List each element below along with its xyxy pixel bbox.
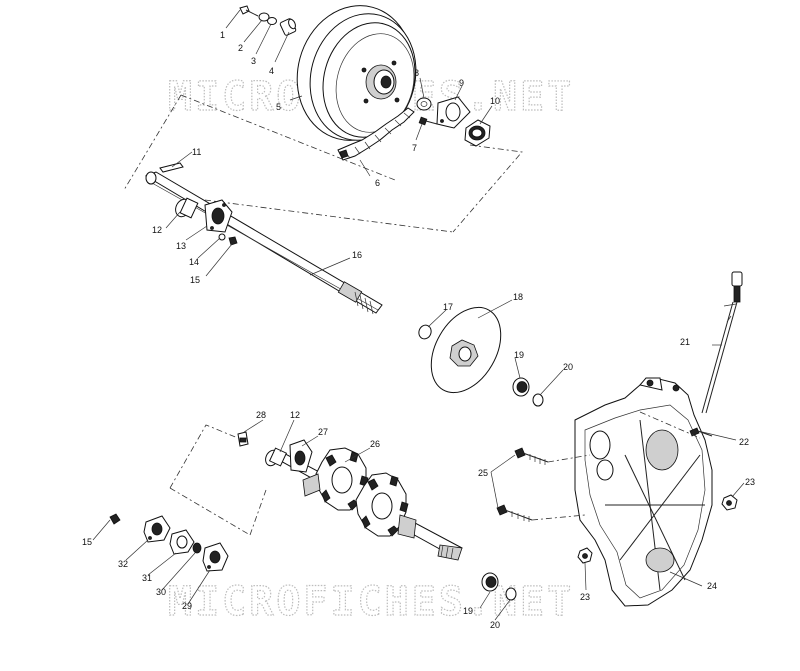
callout-29: 29 (182, 601, 192, 611)
callout-19b: 19 (463, 606, 473, 616)
callout-13: 13 (176, 241, 186, 251)
callout-7: 7 (412, 143, 417, 153)
nut-part-15 (228, 236, 238, 246)
callout-3: 3 (251, 56, 256, 66)
callout-28: 28 (256, 410, 266, 420)
callout-25: 25 (478, 468, 488, 478)
ring-part-20a (532, 393, 544, 407)
callout-31: 31 (142, 573, 152, 583)
callout-23: 23 (745, 477, 755, 487)
callout-26: 26 (370, 439, 380, 449)
washer-part-8 (416, 97, 432, 111)
callout-12: 12 (152, 225, 162, 235)
callout-10: 10 (490, 96, 500, 106)
chaincase-assembly (496, 271, 743, 607)
callout-18: 18 (513, 292, 523, 302)
callout-labels: 1 2 3 4 5 6 7 8 9 10 11 12 13 14 15 16 1… (82, 30, 755, 630)
key-part-11 (159, 162, 184, 173)
pulley-part-5 (296, 5, 417, 141)
callout-20: 20 (563, 362, 573, 372)
callout-30: 30 (156, 587, 166, 597)
callout-23b: 23 (580, 592, 590, 602)
bearing-part-19a (512, 377, 530, 397)
top-assembly (123, 5, 523, 233)
bushing-part-12b (265, 447, 288, 467)
chain-part-6 (337, 107, 415, 161)
plate-part-32 (143, 515, 171, 543)
nut-part-23a (721, 494, 738, 511)
callout-2: 2 (238, 43, 243, 53)
callout-4: 4 (269, 66, 274, 76)
callout-5: 5 (276, 102, 281, 112)
sprockets-part-26 (302, 447, 417, 539)
callout-9: 9 (459, 78, 464, 88)
washer-part-14 (218, 233, 226, 241)
flange-part-27 (289, 439, 313, 473)
driveshaft-assembly (109, 424, 517, 601)
bolt-part-1 (239, 5, 259, 17)
callout-12b: 12 (290, 410, 300, 420)
chaincase-part-24 (574, 377, 713, 607)
callout-14: 14 (189, 257, 199, 267)
callout-20b: 20 (490, 620, 500, 630)
flange-part-13 (204, 199, 233, 233)
bearing-part-10 (464, 119, 491, 147)
bolt-part-25b (496, 504, 533, 522)
callout-24: 24 (707, 581, 717, 591)
callout-32: 32 (118, 559, 128, 569)
callout-27: 27 (318, 427, 328, 437)
dipstick-part-21 (701, 271, 743, 414)
ring-part-20b (505, 587, 517, 601)
plate-part-9 (436, 96, 471, 129)
nut-part-23b (577, 547, 593, 564)
callout-11: 11 (192, 147, 201, 157)
washer-part-3 (267, 17, 277, 25)
bearing-part-30 (192, 542, 202, 554)
disc-part-18 (430, 306, 502, 394)
callout-16: 16 (352, 250, 362, 260)
ring-part-17 (418, 324, 432, 340)
nut-part-15b (109, 513, 121, 525)
callout-6: 6 (375, 178, 380, 188)
callout-22: 22 (739, 437, 749, 447)
bearing-part-19b (481, 572, 499, 592)
callout-19: 19 (514, 350, 524, 360)
watermark-bottom: MICROFICHES.NET (168, 579, 574, 625)
callout-17: 17 (443, 302, 453, 312)
bushing-part-4 (279, 18, 297, 36)
callout-15: 15 (190, 275, 200, 285)
bolt-part-25a (514, 447, 549, 465)
washer-part-2 (258, 12, 270, 22)
plate-part-29 (202, 542, 229, 572)
shaft-assembly (144, 162, 544, 407)
callout-21: 21 (680, 337, 690, 347)
fitting-part-28 (237, 431, 249, 447)
seal-part-31 (169, 529, 195, 555)
bolt-part-7 (418, 116, 438, 126)
callout-1: 1 (220, 30, 225, 40)
callout-8: 8 (414, 68, 419, 78)
leader-lines (92, 9, 745, 621)
callout-15b: 15 (82, 537, 92, 547)
